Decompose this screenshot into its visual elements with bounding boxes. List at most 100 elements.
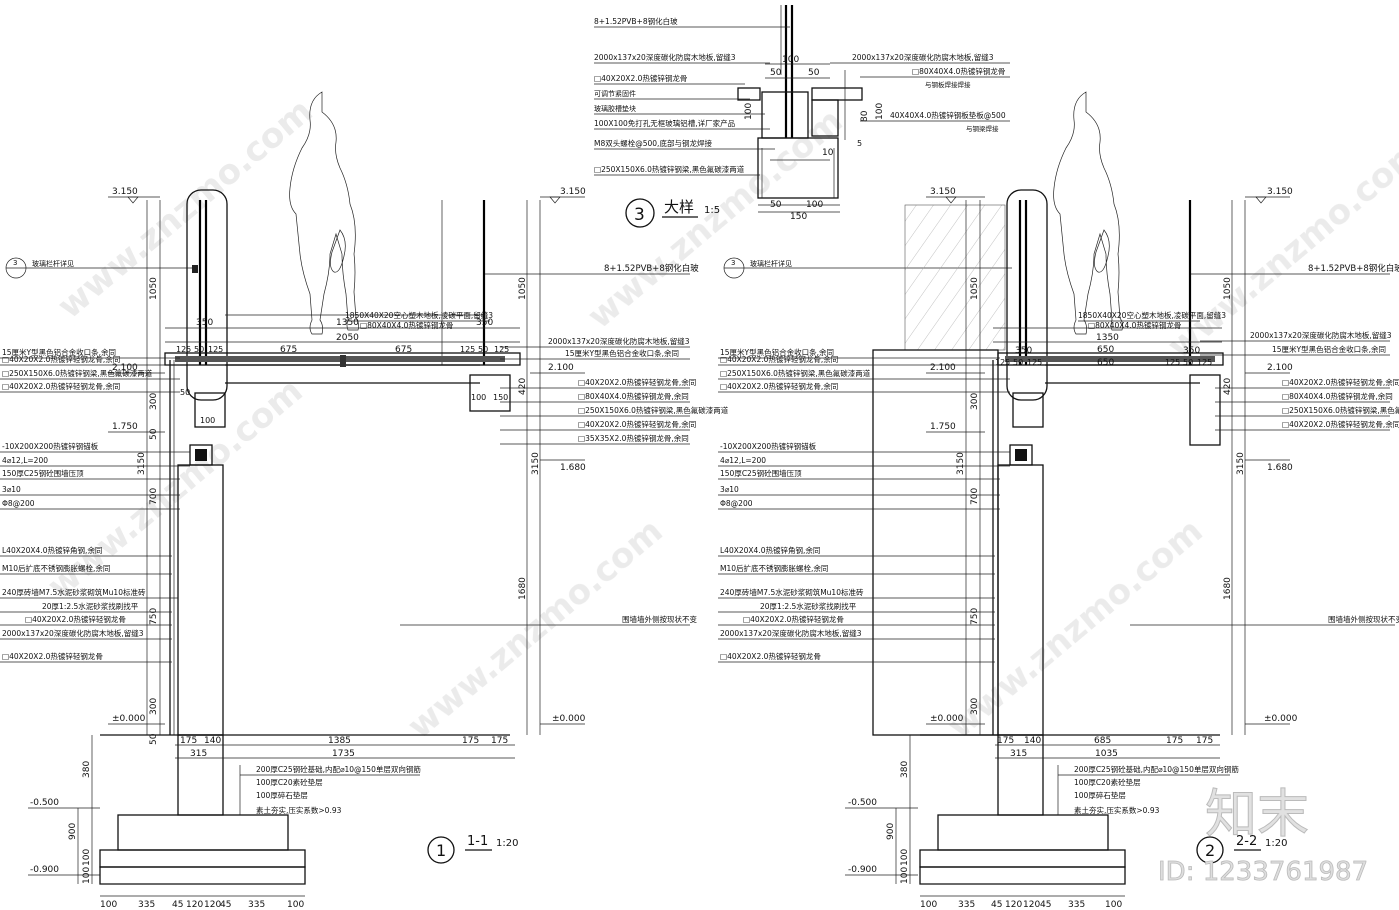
svg-text:45: 45	[172, 900, 183, 910]
svg-text:50: 50	[478, 345, 488, 354]
elev-168: 1.680	[560, 463, 586, 473]
elev-000-left: ±0.000	[112, 714, 146, 724]
watermark-4: www.znzmo.com	[580, 101, 850, 337]
bottom-dims-1: 175 140 315 1385 1735 175 175	[175, 736, 515, 759]
detail-scale: 1:5	[704, 205, 720, 216]
svg-text:150厚C25钢砼围墙压顶: 150厚C25钢砼围墙压顶	[720, 468, 802, 478]
svg-text:240厚砖墙M7.5水泥砂浆砌筑Mu10标准砖: 240厚砖墙M7.5水泥砂浆砌筑Mu10标准砖	[720, 587, 864, 597]
svg-text:1035: 1035	[1095, 749, 1118, 759]
svg-text:1.680: 1.680	[1267, 463, 1293, 473]
svg-text:□250X150X6.0热镀锌钢梁,黑色氟碳漆两道: □250X150X6.0热镀锌钢梁,黑色氟碳漆两道	[720, 368, 871, 378]
svg-text:15厘米Y型黑色铝合金收口条,余同: 15厘米Y型黑色铝合金收口条,余同	[1272, 344, 1386, 354]
svg-text:±0.000: ±0.000	[1264, 714, 1298, 724]
svg-text:□80X40X4.0热镀锌钢龙骨,余同: □80X40X4.0热镀锌钢龙骨,余同	[578, 391, 689, 401]
svg-text:2000x137x20深度碳化防腐木地板,留缝3: 2000x137x20深度碳化防腐木地板,留缝3	[852, 52, 994, 62]
svg-text:1680: 1680	[518, 577, 528, 600]
svg-text:8+1.52PVB+8钢化白玻: 8+1.52PVB+8钢化白玻	[594, 16, 678, 26]
svg-text:125: 125	[1165, 358, 1180, 367]
svg-text:175: 175	[1166, 736, 1183, 746]
svg-text:50: 50	[149, 733, 159, 745]
svg-text:350: 350	[476, 318, 493, 328]
svg-text:650: 650	[1097, 358, 1114, 368]
svg-text:125: 125	[1197, 358, 1212, 367]
svg-text:□40X20X2.0热镀锌轻钢龙骨,余同: □40X20X2.0热镀锌轻钢龙骨,余同	[2, 381, 120, 391]
svg-text:4⌀12,L=200: 4⌀12,L=200	[2, 456, 48, 465]
foundation-right	[919, 734, 1220, 885]
svg-text:125: 125	[460, 345, 475, 354]
svg-text:125: 125	[208, 345, 223, 354]
elevations-right: 3.150 3.150 2.100 2.100 1.750 1.680 ±0.0…	[845, 187, 1298, 876]
svg-text:125: 125	[176, 345, 191, 354]
svg-text:100: 100	[920, 900, 937, 910]
svg-text:3.150: 3.150	[930, 187, 956, 197]
svg-text:1735: 1735	[332, 749, 355, 759]
elev-210-left: 2.100	[112, 363, 138, 373]
svg-text:125: 125	[494, 345, 509, 354]
wall-note-1: 围墙墙外侧按现状不变	[622, 614, 697, 624]
top-dims-1: 350 1350 2050 125 50 125 675 675 125 50 …	[165, 314, 520, 355]
svg-text:50: 50	[808, 68, 820, 78]
svg-text:125: 125	[995, 358, 1010, 367]
elev-050: -0.500	[30, 798, 59, 808]
svg-text:650: 650	[1097, 345, 1114, 355]
diagonal-watermarks: www.znzmo.com www.znzmo.com www.znzmo.co…	[40, 91, 1399, 747]
labels-mid-2: 1850X40X20空心塑木地板,凌碳平面,留缝3 □80X40X4.0热镀锌钢…	[1078, 310, 1226, 330]
svg-text:175: 175	[462, 736, 479, 746]
svg-text:□250X150X6.0热镀锌钢梁,黑色氟碳漆两道: □250X150X6.0热镀锌钢梁,黑色氟碳漆两道	[1282, 405, 1399, 415]
detail-3: 50 100 50 100 80 100 5 10 50 100 150 8+1…	[594, 5, 1010, 228]
handbag-left	[330, 229, 346, 273]
svg-text:3: 3	[731, 259, 735, 267]
svg-text:50: 50	[149, 428, 159, 440]
svg-text:120: 120	[1023, 900, 1040, 910]
svg-text:□80X40X4.0热镀锌钢龙骨: □80X40X4.0热镀锌钢龙骨	[912, 66, 1005, 76]
svg-text:120: 120	[204, 900, 221, 910]
svg-text:□40X20X2.0热镀锌轻钢龙骨: □40X20X2.0热镀锌轻钢龙骨	[2, 651, 103, 661]
top-dims-2: 350 1350 125 50 125 650 650 125 50 125 3…	[993, 327, 1222, 368]
svg-text:±0.000: ±0.000	[930, 714, 964, 724]
svg-text:2050: 2050	[336, 333, 359, 343]
svg-text:50: 50	[180, 388, 190, 397]
svg-text:L40X20X4.0热镀锌角钢,余同: L40X20X4.0热镀锌角钢,余同	[720, 545, 820, 555]
bottom-dims-2: 175 140 315 685 1035 175 175	[995, 736, 1220, 759]
svg-text:200厚C25钢砼基础,内配⌀10@150单层双向钢筋: 200厚C25钢砼基础,内配⌀10@150单层双向钢筋	[1074, 764, 1239, 774]
svg-text:1350: 1350	[1096, 333, 1119, 343]
svg-text:100厚碎石垫层: 100厚碎石垫层	[256, 790, 308, 800]
svg-text:380: 380	[900, 761, 910, 778]
svg-text:20厚1:2.5水泥砂浆找刷找平: 20厚1:2.5水泥砂浆找刷找平	[760, 601, 857, 611]
labels-right-2: 2000x137x20深度碳化防腐木地板,留缝3 15厘米Y型黑色铝合金收口条,…	[1200, 330, 1399, 431]
svg-text:□40X20X2.0热镀锌钢龙骨: □40X20X2.0热镀锌钢龙骨	[594, 73, 687, 83]
svg-text:335: 335	[138, 900, 155, 910]
svg-text:45: 45	[1040, 900, 1051, 910]
svg-text:100X100免打孔无框玻璃铝槽,详厂家产品: 100X100免打孔无框玻璃铝槽,详厂家产品	[594, 118, 735, 128]
svg-text:2.100: 2.100	[930, 363, 956, 373]
svg-text:175: 175	[180, 736, 197, 746]
svg-text:675: 675	[280, 345, 297, 355]
svg-text:□80X40X4.0热镀锌钢龙骨: □80X40X4.0热镀锌钢龙骨	[360, 320, 453, 330]
svg-text:15厘米Y型黑色铝合金收口条,余同: 15厘米Y型黑色铝合金收口条,余同	[2, 347, 116, 357]
watermark-5: www.znzmo.com	[940, 511, 1210, 747]
svg-text:1680: 1680	[1223, 577, 1233, 600]
brand-watermark: 知末 ID: 1233761987	[1158, 785, 1369, 888]
right-dims-2: 1050 420 3150 1680	[1223, 200, 1246, 735]
svg-text:5: 5	[857, 139, 862, 148]
svg-text:玻璃栏杆详见: 玻璃栏杆详见	[750, 259, 792, 268]
svg-text:□40X20X2.0热镀锌轻钢龙骨: □40X20X2.0热镀锌轻钢龙骨	[720, 651, 821, 661]
svg-text:100: 100	[82, 867, 92, 884]
foundation-dims-1: 380 900 100 100 100 335 45 120 120 45 33…	[68, 735, 305, 910]
svg-text:750: 750	[149, 608, 159, 625]
person-silhouette-left	[289, 91, 360, 335]
svg-text:3150: 3150	[137, 452, 147, 475]
svg-text:□250X150X6.0热镀锌钢梁,黑色氟碳漆两道: □250X150X6.0热镀锌钢梁,黑色氟碳漆两道	[594, 164, 745, 174]
svg-text:8+1.52PVB+8钢化白玻: 8+1.52PVB+8钢化白玻	[1308, 263, 1399, 274]
svg-text:2000x137x20深度碳化防腐木地板,留缝3: 2000x137x20深度碳化防腐木地板,留缝3	[2, 628, 144, 638]
detail-title: 大样	[664, 198, 694, 216]
svg-text:100: 100	[287, 900, 304, 910]
svg-text:175: 175	[491, 736, 508, 746]
left-dims-2: 1050 300 3150 700 750 300	[956, 200, 981, 735]
svg-text:700: 700	[149, 488, 159, 505]
svg-text:100厚碎石垫层: 100厚碎石垫层	[1074, 790, 1126, 800]
svg-text:315: 315	[1010, 749, 1027, 759]
svg-text:50: 50	[1183, 358, 1193, 367]
right-dims-1: 1050 420 3150 1680	[518, 200, 541, 735]
svg-text:3150: 3150	[531, 452, 541, 475]
